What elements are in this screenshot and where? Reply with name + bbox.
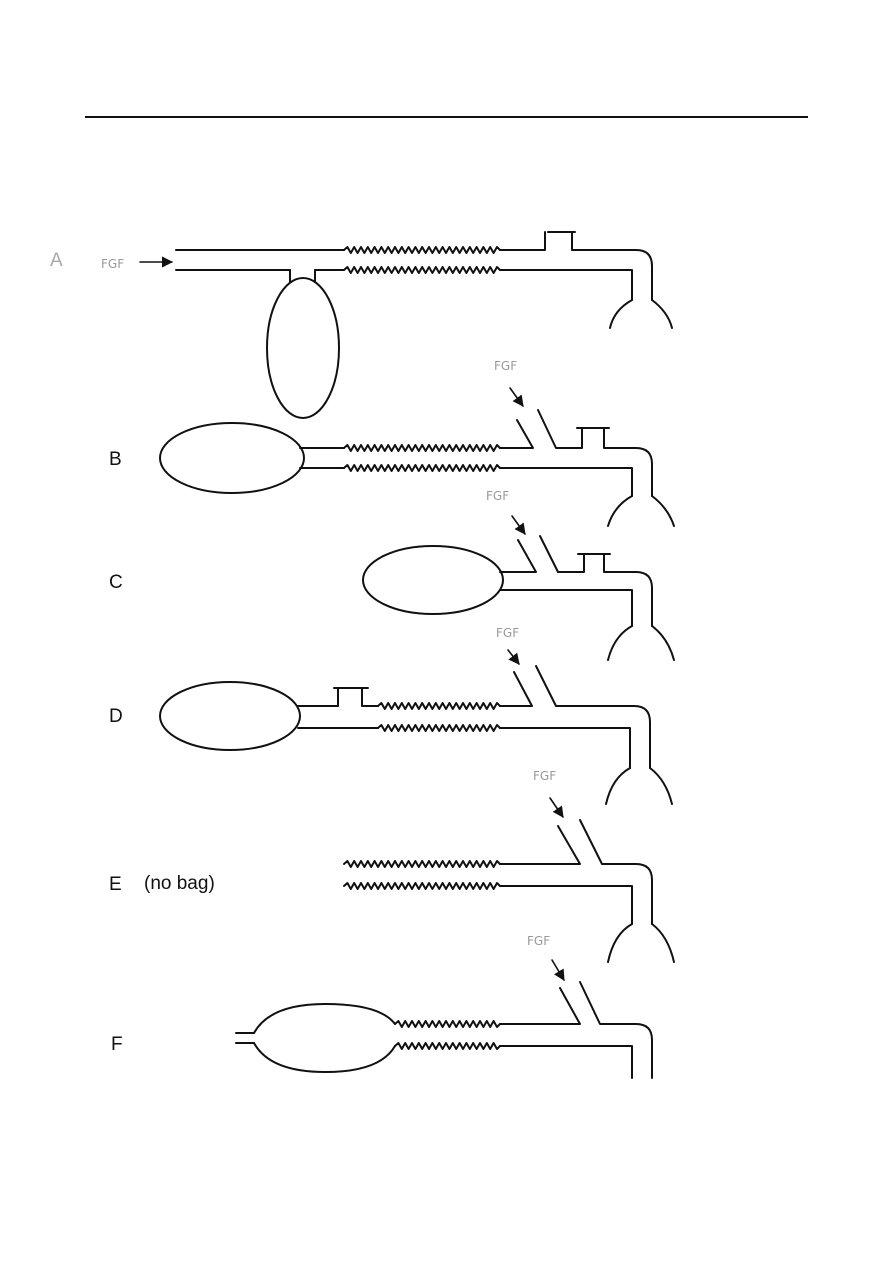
tube-top-d: [499, 665, 651, 769]
corrugated-top-e: [343, 860, 501, 868]
tube-bottom-f: [499, 1045, 633, 1079]
fgf-arrow-d: [507, 649, 520, 665]
circuit-d: D FGF: [109, 626, 673, 805]
corrugated-top-a: [343, 246, 501, 254]
reservoir-bag-c: [362, 545, 504, 615]
tube-bottom-e: [499, 885, 633, 925]
face-mask-c: [607, 625, 675, 661]
label-a: A: [50, 250, 63, 271]
tube-top-a-2: [499, 231, 653, 301]
fgf-label-d: FGF: [496, 626, 519, 640]
label-b: B: [109, 449, 122, 470]
corrugated-bottom-f: [394, 1042, 501, 1050]
corrugated-top-d: [377, 702, 501, 710]
circuit-c: C FGF: [109, 489, 675, 661]
face-mask-e: [607, 923, 675, 963]
tube-bottom-b: [499, 467, 633, 497]
bag-neck-d: [297, 687, 379, 729]
tube-top-f: [499, 981, 653, 1079]
fgf-label-e: FGF: [533, 769, 556, 783]
corrugated-bottom-b: [343, 464, 501, 472]
fgf-arrow-c: [511, 515, 526, 535]
reservoir-bag-f: [253, 1003, 396, 1073]
circuit-a: A FGF: [50, 231, 673, 419]
face-mask-b: [607, 495, 675, 527]
bag-neck-a: [289, 269, 316, 283]
tube-bottom-c: [499, 589, 633, 627]
corrugated-bottom-d: [377, 724, 501, 732]
bag-neck-b: [299, 447, 345, 469]
circuit-e: E (no bag) FGF: [109, 769, 675, 963]
reservoir-bag-a: [266, 277, 340, 419]
fgf-arrow-f: [551, 959, 565, 981]
fgf-label-a: FGF: [101, 257, 124, 271]
fgf-arrow-b: [509, 387, 524, 407]
circuit-f: F FGF: [111, 934, 653, 1079]
label-c: C: [109, 572, 123, 593]
tube-top-c: [499, 535, 653, 627]
face-mask-d: [605, 767, 673, 805]
label-e: E: [109, 874, 122, 895]
corrugated-top-f: [394, 1020, 501, 1028]
bag-tail-f: [235, 1032, 255, 1044]
tube-top-e: [499, 819, 653, 925]
face-mask-a: [609, 299, 673, 329]
label-e-note: (no bag): [144, 873, 215, 894]
corrugated-bottom-e: [343, 882, 501, 890]
label-f: F: [111, 1034, 123, 1055]
reservoir-bag-b: [159, 422, 305, 494]
label-d: D: [109, 706, 123, 727]
fgf-label-b: FGF: [494, 359, 517, 373]
circuit-b: B FGF: [109, 359, 675, 527]
fgf-arrow-e: [549, 797, 564, 818]
tube-bottom-a-2: [499, 269, 633, 301]
corrugated-top-b: [343, 444, 501, 452]
corrugated-bottom-a: [343, 266, 501, 274]
tube-bottom-d: [499, 727, 631, 769]
reservoir-bag-d: [159, 681, 301, 751]
fgf-label-c: FGF: [486, 489, 509, 503]
tube-top-b: [499, 409, 653, 497]
fgf-label-f: FGF: [527, 934, 550, 948]
